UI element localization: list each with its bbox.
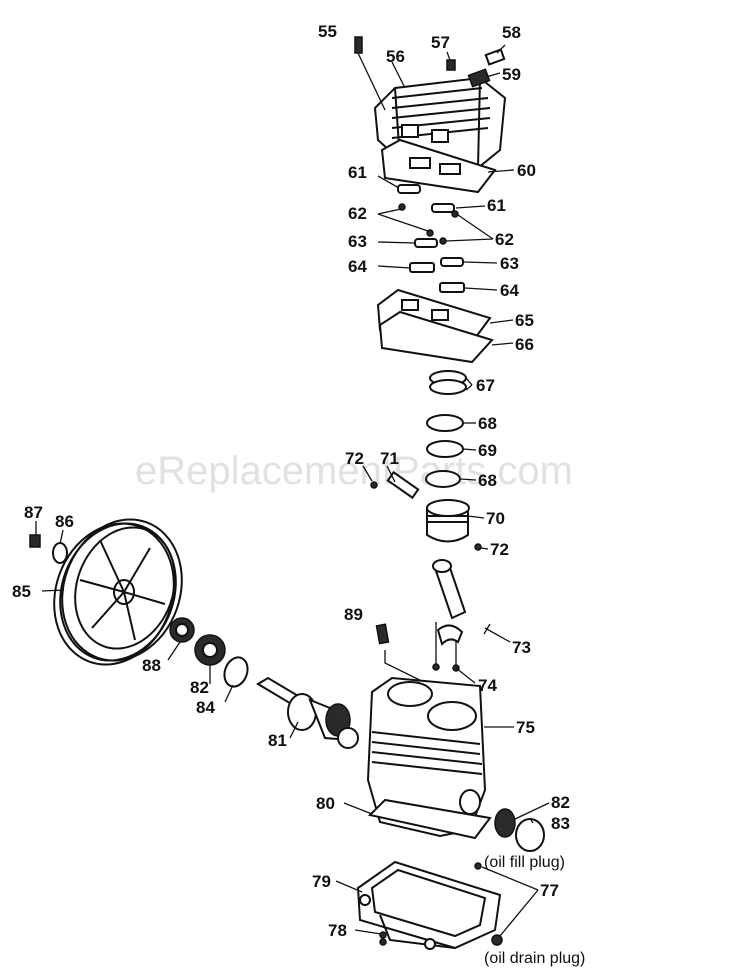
connecting-rod xyxy=(432,559,511,672)
label-60: 60 xyxy=(517,161,536,180)
label-59: 59 xyxy=(502,65,521,84)
label-87: 87 xyxy=(24,503,43,522)
bolt-55 xyxy=(354,36,386,111)
seal-84 xyxy=(223,656,249,688)
label-72-top: 72 xyxy=(345,449,364,468)
label-65: 65 xyxy=(515,311,534,330)
label-64-right: 64 xyxy=(500,281,519,300)
head-gasket xyxy=(380,138,497,194)
note-oil-drain-plug: (oil drain plug) xyxy=(484,950,585,967)
oil-seal-right xyxy=(494,808,545,852)
label-68-top: 68 xyxy=(478,414,497,433)
label-85: 85 xyxy=(12,582,31,601)
label-58: 58 xyxy=(502,23,521,42)
label-61-right: 61 xyxy=(487,196,506,215)
label-64-left: 64 xyxy=(348,257,367,276)
label-62-right: 62 xyxy=(495,230,514,249)
label-89: 89 xyxy=(344,605,363,624)
bolt-87 xyxy=(29,534,41,548)
label-56: 56 xyxy=(386,47,405,66)
label-83: 83 xyxy=(551,814,570,833)
plug-58-59 xyxy=(467,48,506,88)
label-86: 86 xyxy=(55,512,74,531)
label-70: 70 xyxy=(486,509,505,528)
label-73: 73 xyxy=(512,638,531,657)
crankcase xyxy=(366,676,492,840)
label-55: 55 xyxy=(318,22,337,41)
wrist-pin xyxy=(370,470,482,551)
drain-plug-77 xyxy=(474,862,503,946)
label-75: 75 xyxy=(516,718,535,737)
valve-plate xyxy=(376,288,494,364)
note-oil-fill-plug: (oil fill plug) xyxy=(484,854,565,871)
label-61-left: 61 xyxy=(348,163,367,182)
label-71: 71 xyxy=(380,449,399,468)
flywheel-pulley xyxy=(53,518,183,666)
label-67: 67 xyxy=(476,376,495,395)
label-84: 84 xyxy=(196,698,215,717)
label-82-right: 82 xyxy=(551,793,570,812)
label-80: 80 xyxy=(316,794,335,813)
label-79: 79 xyxy=(312,872,331,891)
piston xyxy=(426,499,470,543)
crankshaft xyxy=(256,676,359,749)
label-69: 69 xyxy=(478,441,497,460)
label-57: 57 xyxy=(431,33,450,52)
label-68-bottom: 68 xyxy=(478,471,497,490)
label-82-left: 82 xyxy=(190,678,209,697)
watermark: eReplacementParts.com xyxy=(135,449,573,493)
base-plate xyxy=(356,860,502,950)
washer-86 xyxy=(52,542,68,564)
label-77: 77 xyxy=(540,881,559,900)
bearing-82-left xyxy=(194,634,226,666)
label-63-right: 63 xyxy=(500,254,519,273)
label-62-left: 62 xyxy=(348,204,367,223)
valve-parts xyxy=(397,184,465,293)
piston-rings xyxy=(425,370,467,488)
label-74: 74 xyxy=(478,676,497,695)
label-66: 66 xyxy=(515,335,534,354)
label-72-bottom: 72 xyxy=(490,540,509,559)
label-63-left: 63 xyxy=(348,232,367,251)
leader-lines xyxy=(35,44,550,937)
part-labels: 55 56 57 58 59 60 61 61 62 62 63 63 64 6… xyxy=(12,22,585,967)
bolt-78 xyxy=(379,931,387,946)
fitting-57 xyxy=(446,59,456,71)
bearing-88 xyxy=(169,617,195,643)
label-88: 88 xyxy=(142,656,161,675)
label-78: 78 xyxy=(328,921,347,940)
label-81: 81 xyxy=(268,731,287,750)
